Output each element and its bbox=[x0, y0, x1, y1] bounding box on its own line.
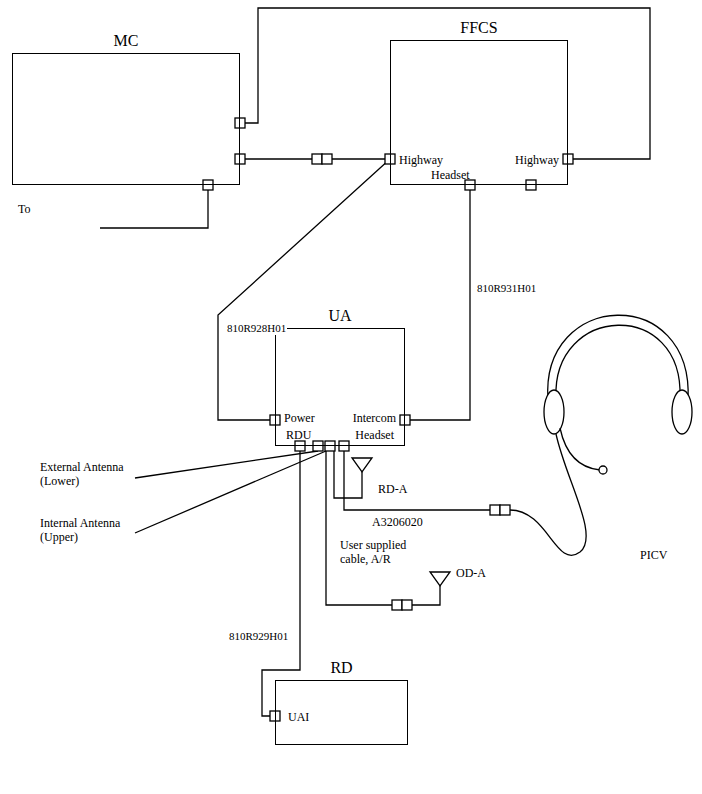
device-name: MC bbox=[13, 32, 239, 50]
antenna-leader bbox=[135, 451, 318, 478]
port-name: Highway bbox=[399, 153, 443, 167]
headset-cable bbox=[500, 505, 510, 515]
port-name: Power bbox=[284, 411, 315, 425]
headset-cable bbox=[490, 505, 500, 515]
antenna-name: RD-A bbox=[378, 482, 407, 496]
headset-illustration bbox=[544, 390, 564, 434]
od-a-antenna bbox=[412, 584, 440, 605]
headset-illustration bbox=[548, 315, 688, 400]
headset-illustration bbox=[599, 466, 607, 474]
port-square bbox=[295, 441, 305, 451]
to-wire bbox=[100, 190, 208, 228]
device-box: RDUAI bbox=[275, 680, 408, 745]
port-square bbox=[235, 154, 245, 164]
antenna-label: External Antenna (Lower) bbox=[40, 460, 132, 488]
device-name: UA bbox=[276, 307, 404, 325]
od-a-antenna bbox=[392, 600, 402, 610]
port-square bbox=[313, 441, 323, 451]
port-square bbox=[339, 441, 349, 451]
port-square bbox=[563, 154, 573, 164]
headset-cable bbox=[510, 434, 586, 555]
od-a-antenna bbox=[402, 600, 412, 610]
wire-note: To bbox=[18, 202, 31, 216]
port-square bbox=[400, 415, 410, 425]
port-name: Highway bbox=[515, 153, 559, 167]
device-name: FFCS bbox=[391, 19, 567, 37]
port-square bbox=[203, 118, 573, 721]
port-square bbox=[322, 154, 332, 164]
device-box: FFCSHighwayHighwayHeadset bbox=[390, 40, 568, 185]
device-box: MC bbox=[12, 53, 240, 185]
rd-a-antenna bbox=[334, 446, 362, 498]
headset-illustration bbox=[556, 325, 680, 398]
antenna-label: Internal Antenna (Upper) bbox=[40, 516, 132, 544]
cable-number: 810R931H01 bbox=[476, 282, 537, 295]
part-number: A3206020 bbox=[372, 515, 423, 529]
cable-note: User supplied cable, A/R bbox=[340, 538, 424, 566]
headset-illustration bbox=[544, 315, 692, 474]
device-name: RD bbox=[276, 659, 407, 677]
od-a-antenna bbox=[430, 572, 450, 586]
port-square bbox=[325, 441, 335, 451]
port-name: UAI bbox=[288, 710, 309, 724]
headset-illustration bbox=[672, 390, 692, 434]
antenna-leader bbox=[135, 451, 326, 533]
rd-a-antenna bbox=[334, 446, 372, 498]
cable-number: 810R929H01 bbox=[228, 630, 289, 643]
rd-a-antenna bbox=[352, 458, 372, 472]
cable-line bbox=[218, 159, 390, 420]
cable-line bbox=[405, 185, 470, 420]
to-wire bbox=[100, 190, 208, 228]
cable-number: 810R928H01 bbox=[226, 322, 287, 335]
port-square bbox=[235, 118, 245, 128]
antenna-name: OD-A bbox=[456, 566, 486, 580]
cable-line bbox=[240, 8, 650, 159]
port-name: Headset bbox=[431, 168, 470, 182]
headset-name: PICV bbox=[640, 548, 667, 562]
port-name: Headset bbox=[355, 428, 394, 442]
port-name: Intercom bbox=[353, 411, 396, 425]
headset-cable bbox=[344, 446, 490, 510]
port-square bbox=[526, 180, 536, 190]
headset-cable bbox=[344, 434, 586, 555]
antenna-leader bbox=[135, 451, 326, 533]
cable-line bbox=[262, 446, 300, 716]
headset-illustration bbox=[560, 428, 600, 470]
port-square bbox=[312, 154, 322, 164]
port-name: RDU bbox=[286, 428, 311, 442]
port-square bbox=[203, 180, 213, 190]
device-box: UAPowerIntercomRDUHeadset bbox=[275, 328, 405, 446]
